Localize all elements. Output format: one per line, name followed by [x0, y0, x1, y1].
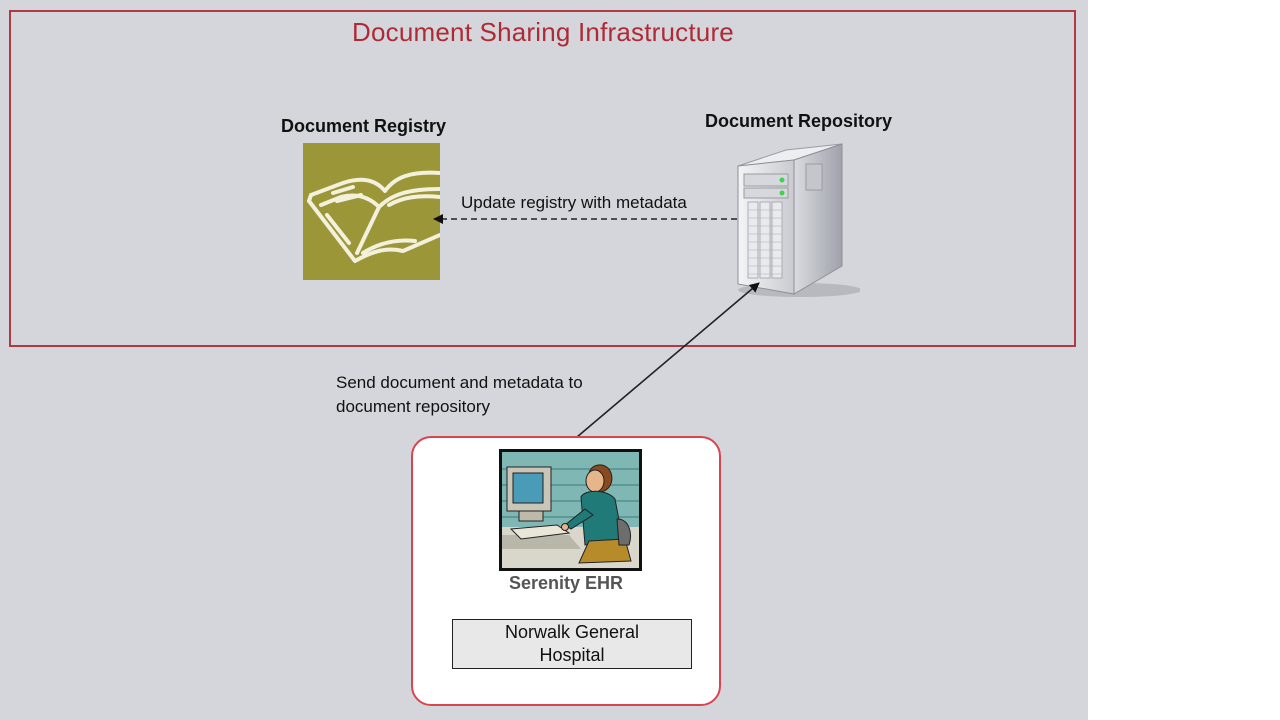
- send-document-label: Send document and metadata to document r…: [336, 371, 583, 419]
- send-document-label-line2: document repository: [336, 397, 491, 416]
- hospital-label: Norwalk General Hospital: [504, 622, 640, 665]
- hospital-label-box: Norwalk General Hospital: [452, 619, 692, 669]
- open-book-icon: [303, 143, 440, 280]
- ehr-title: Serenity EHR: [508, 573, 624, 593]
- update-registry-label: Update registry with metadata: [461, 193, 687, 212]
- diagram-canvas: Document Sharing Infrastructure Document…: [0, 0, 1088, 720]
- person-at-computer-icon: [499, 449, 642, 571]
- infrastructure-title: Document Sharing Infrastructure: [352, 17, 734, 47]
- registry-title: Document Registry: [281, 116, 447, 136]
- send-document-label-line1: Send document and metadata to: [336, 373, 583, 392]
- server-tower-icon: [737, 143, 860, 297]
- document-sharing-infrastructure-box: [9, 10, 1076, 347]
- repository-title: Document Repository: [705, 111, 893, 131]
